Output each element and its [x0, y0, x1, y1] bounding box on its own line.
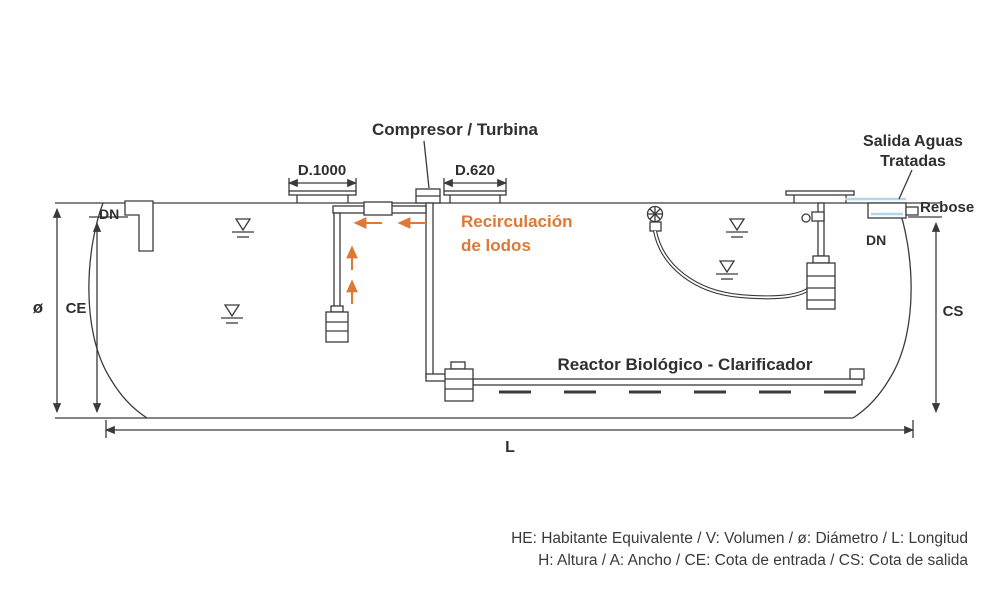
legend-line2: H: Altura / A: Ancho / CE: Cota de entra… — [538, 552, 968, 569]
diameter-label: ø — [33, 298, 44, 317]
reactor-label: Reactor Biológico - Clarificador — [557, 355, 812, 374]
salida-label-line1: Salida Aguas — [863, 133, 963, 150]
diffuser-end-fitting — [849, 368, 865, 380]
pump-elbow — [425, 373, 447, 382]
dimension-lines — [52, 178, 942, 438]
compressor-unit — [415, 140, 441, 204]
salida-label-line2: Tratadas — [880, 153, 946, 170]
outlet-stub — [905, 206, 919, 216]
d1000-dimension — [287, 178, 358, 191]
manhole-d620 — [443, 190, 507, 203]
bottom-pump — [444, 361, 474, 402]
piping — [332, 201, 865, 386]
rebose-label: Rebose — [920, 199, 974, 216]
water-level-icon — [716, 260, 738, 280]
outlet-assembly — [845, 169, 919, 219]
water-level-icon — [232, 218, 254, 238]
valve-handle — [801, 213, 811, 223]
main-air-pipe — [425, 202, 434, 378]
pipe-fitting — [811, 211, 825, 222]
recirculacion-label-line2: de lodos — [461, 236, 531, 255]
dn-outlet-label: DN — [866, 232, 886, 248]
d620-label: D.620 — [455, 162, 495, 179]
salida-leader-line — [898, 169, 913, 200]
extraction-tap — [646, 205, 664, 232]
clarifier-pump-pipe — [817, 202, 825, 257]
inlet-pipe-elbow — [124, 200, 154, 252]
dn-inlet-label: DN — [99, 206, 119, 222]
extraction-hose — [653, 230, 811, 300]
outlet-box — [867, 202, 907, 219]
manifold-union-box — [363, 201, 393, 216]
length-label: L — [505, 439, 515, 456]
legend-line1: HE: Habitante Equivalente / V: Volumen /… — [511, 530, 968, 547]
d1000-label: D.1000 — [298, 162, 346, 179]
recirculation-arrows — [346, 217, 426, 304]
compressor-leader-line — [423, 140, 430, 189]
clarifier-pump-assembly — [801, 202, 836, 310]
airlift-pump — [325, 305, 349, 343]
airlift-riser-pipe — [333, 212, 341, 311]
water-level-icon — [726, 218, 748, 238]
ce-label: CE — [66, 300, 87, 317]
water-level-icon — [221, 304, 243, 324]
manhole-d1000 — [288, 190, 357, 203]
d620-dimension — [442, 178, 508, 191]
compressor-label: Compresor / Turbina — [372, 120, 538, 139]
right-cover — [785, 190, 855, 203]
diffuser-pipe — [472, 378, 863, 386]
recirculacion-label-line1: Recirculación — [461, 212, 573, 231]
cs-label: CS — [943, 303, 964, 320]
